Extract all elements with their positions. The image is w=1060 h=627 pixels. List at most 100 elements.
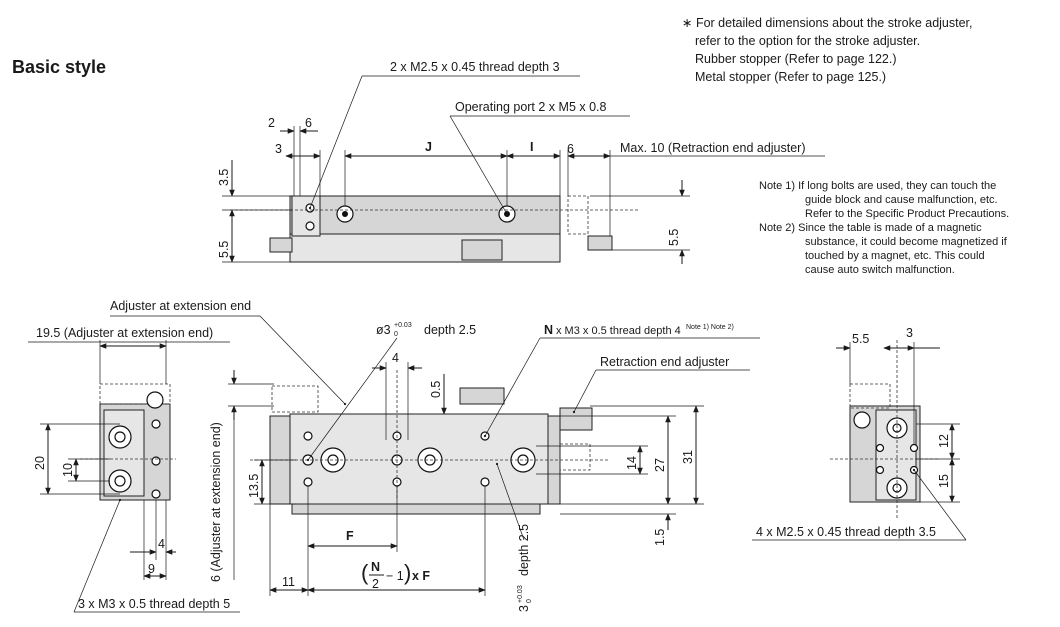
front-nf-2: 2	[372, 577, 379, 591]
front-dim-14: 14	[625, 456, 639, 470]
front-pin-suffix: depth 2.5	[424, 323, 476, 337]
note1-line1: Note 1) If long bolts are used, they can…	[759, 180, 996, 192]
front-nf-open-paren: (	[361, 560, 369, 585]
front-dim-11: 11	[282, 575, 295, 589]
note1-line3: Refer to the Specific Product Precaution…	[805, 208, 1009, 220]
left-dim-20: 20	[33, 456, 47, 470]
right-thread-2	[909, 443, 919, 453]
top-dim-3: 3	[275, 142, 282, 156]
left-adjuster-knob	[146, 391, 164, 409]
front-top-block	[459, 387, 505, 405]
front-pin-leader	[306, 337, 398, 462]
front-thread-4	[303, 477, 313, 487]
top-note-line2: refer to the option for the stroke adjus…	[695, 34, 920, 48]
front-bottom-tol-dn: 0	[526, 599, 533, 603]
top-thread-hole-2	[305, 221, 315, 231]
front-nf-close-paren: )	[404, 560, 411, 585]
front-dim-31: 31	[681, 450, 695, 464]
front-retraction-leader	[572, 369, 597, 414]
notes-block: Note 1) If long bolts are used, they can…	[759, 180, 1009, 276]
right-dim-3: 3	[906, 326, 913, 340]
top-dim-55b: 5.5	[667, 229, 681, 246]
top-note-line4: Metal stopper (Refer to page 125.)	[695, 70, 886, 84]
front-dim-4: 4	[392, 351, 399, 365]
left-thread-1	[151, 419, 161, 429]
front-n-thread-leader	[483, 337, 541, 438]
top-thread-label: 2 x M2.5 x 0.45 thread depth 3	[390, 60, 560, 74]
page-title: Basic style	[12, 57, 106, 77]
right-thread-leader	[912, 468, 967, 541]
top-port-block	[461, 239, 503, 261]
note2-line4: cause auto switch malfunction.	[805, 264, 955, 276]
top-left-block	[291, 195, 321, 237]
front-n-thread-note: Note 1) Note 2)	[686, 324, 734, 331]
front-nf-N: N	[371, 560, 380, 574]
top-thread-leader	[308, 75, 363, 210]
top-body	[289, 195, 561, 235]
front-right-stub	[559, 407, 593, 431]
front-n-thread-N: N	[544, 323, 553, 337]
front-dim-15: 1.5	[653, 529, 667, 546]
right-adjuster-outline	[849, 383, 891, 409]
top-dim-6b: 6	[567, 142, 574, 156]
front-retraction-label: Retraction end adjuster	[600, 355, 729, 369]
left-view: 19.5 (Adjuster at extension end) Adjuste…	[28, 299, 347, 613]
front-bottom-label: 3 +0.03 0 depth 2.5	[517, 524, 533, 612]
top-note-line1: ∗ For detailed dimensions about the stro…	[682, 16, 973, 30]
front-dim-27: 27	[653, 458, 667, 472]
left-thread-label: 3 x M3 x 0.5 thread depth 5	[78, 597, 230, 611]
top-max-label: Max. 10 (Retraction end adjuster)	[620, 141, 806, 155]
front-dim-05: 0.5	[429, 381, 443, 398]
front-bottom-tol-up: +0.03	[517, 585, 524, 603]
top-port-leader	[449, 115, 509, 216]
front-pin-prefix: ø3	[376, 323, 391, 337]
left-dim-9: 9	[148, 562, 155, 576]
front-dim-135: 13.5	[247, 474, 261, 498]
right-adjuster-knob	[853, 411, 871, 429]
front-base	[291, 503, 541, 515]
right-dim-55: 5.5	[852, 332, 869, 346]
top-port-label: Operating port 2 x M5 x 0.8	[455, 100, 607, 114]
front-nf-rest: − 1	[386, 569, 404, 583]
left-adjuster-label: Adjuster at extension end	[110, 299, 251, 313]
left-thread-3	[151, 489, 161, 499]
top-note-line3: Rubber stopper (Refer to page 122.)	[695, 52, 897, 66]
front-pin-tol-dn: 0	[394, 331, 398, 338]
top-dim-2: 2	[268, 116, 275, 130]
front-bottom-prefix: 3	[517, 605, 531, 612]
top-view: 2 6 3 J I 6 Max. 10 (Retraction end adju…	[217, 60, 825, 264]
front-nf-xF: x F	[412, 569, 430, 583]
right-dim-12: 12	[937, 434, 951, 448]
top-left-stub	[269, 237, 293, 253]
front-n-thread-label: x M3 x 0.5 thread depth 4	[556, 325, 681, 337]
left-adj-leader	[259, 315, 347, 406]
left-thread-2	[151, 456, 161, 466]
front-thread-1	[303, 431, 313, 441]
left-port-1-inner	[114, 431, 126, 443]
left-port-2-inner	[114, 475, 126, 487]
left-adjuster-outline	[99, 383, 171, 405]
stroke-adjuster-note: ∗ For detailed dimensions about the stro…	[682, 16, 973, 84]
front-bottom-suffix: depth 2.5	[517, 524, 531, 576]
top-adjuster-outline	[567, 195, 589, 235]
top-dim-J: J	[425, 140, 432, 154]
left-dim-10: 10	[61, 463, 75, 477]
right-thread-1	[875, 443, 885, 453]
front-right-outline	[559, 443, 591, 471]
front-pin-tol-up: +0.03	[394, 322, 412, 329]
note2-line1: Note 2) Since the table is made of a mag…	[759, 222, 982, 234]
left-thread-leader	[73, 498, 122, 613]
left-dim-4: 4	[158, 537, 165, 551]
top-guide	[289, 233, 561, 263]
right-thread-label: 4 x M2.5 x 0.45 thread depth 3.5	[756, 525, 936, 539]
right-view: 5.5 3 12 15 4 x M2.5 x 0.45 thread depth…	[752, 326, 967, 541]
note1-line2: guide block and cause malfunction, etc.	[805, 194, 998, 206]
top-right-stub	[587, 235, 613, 251]
top-dim-35: 3.5	[217, 169, 231, 186]
front-view: 6 (Adjuster at extension end) 13.5 ø3 +0…	[209, 322, 760, 612]
front-thread-6	[480, 477, 490, 487]
right-dim-15: 15	[937, 474, 951, 488]
note2-line3: touched by a magnet, etc. This could	[805, 250, 985, 262]
note2-line2: substance, it could become magnetized if	[805, 236, 1008, 248]
